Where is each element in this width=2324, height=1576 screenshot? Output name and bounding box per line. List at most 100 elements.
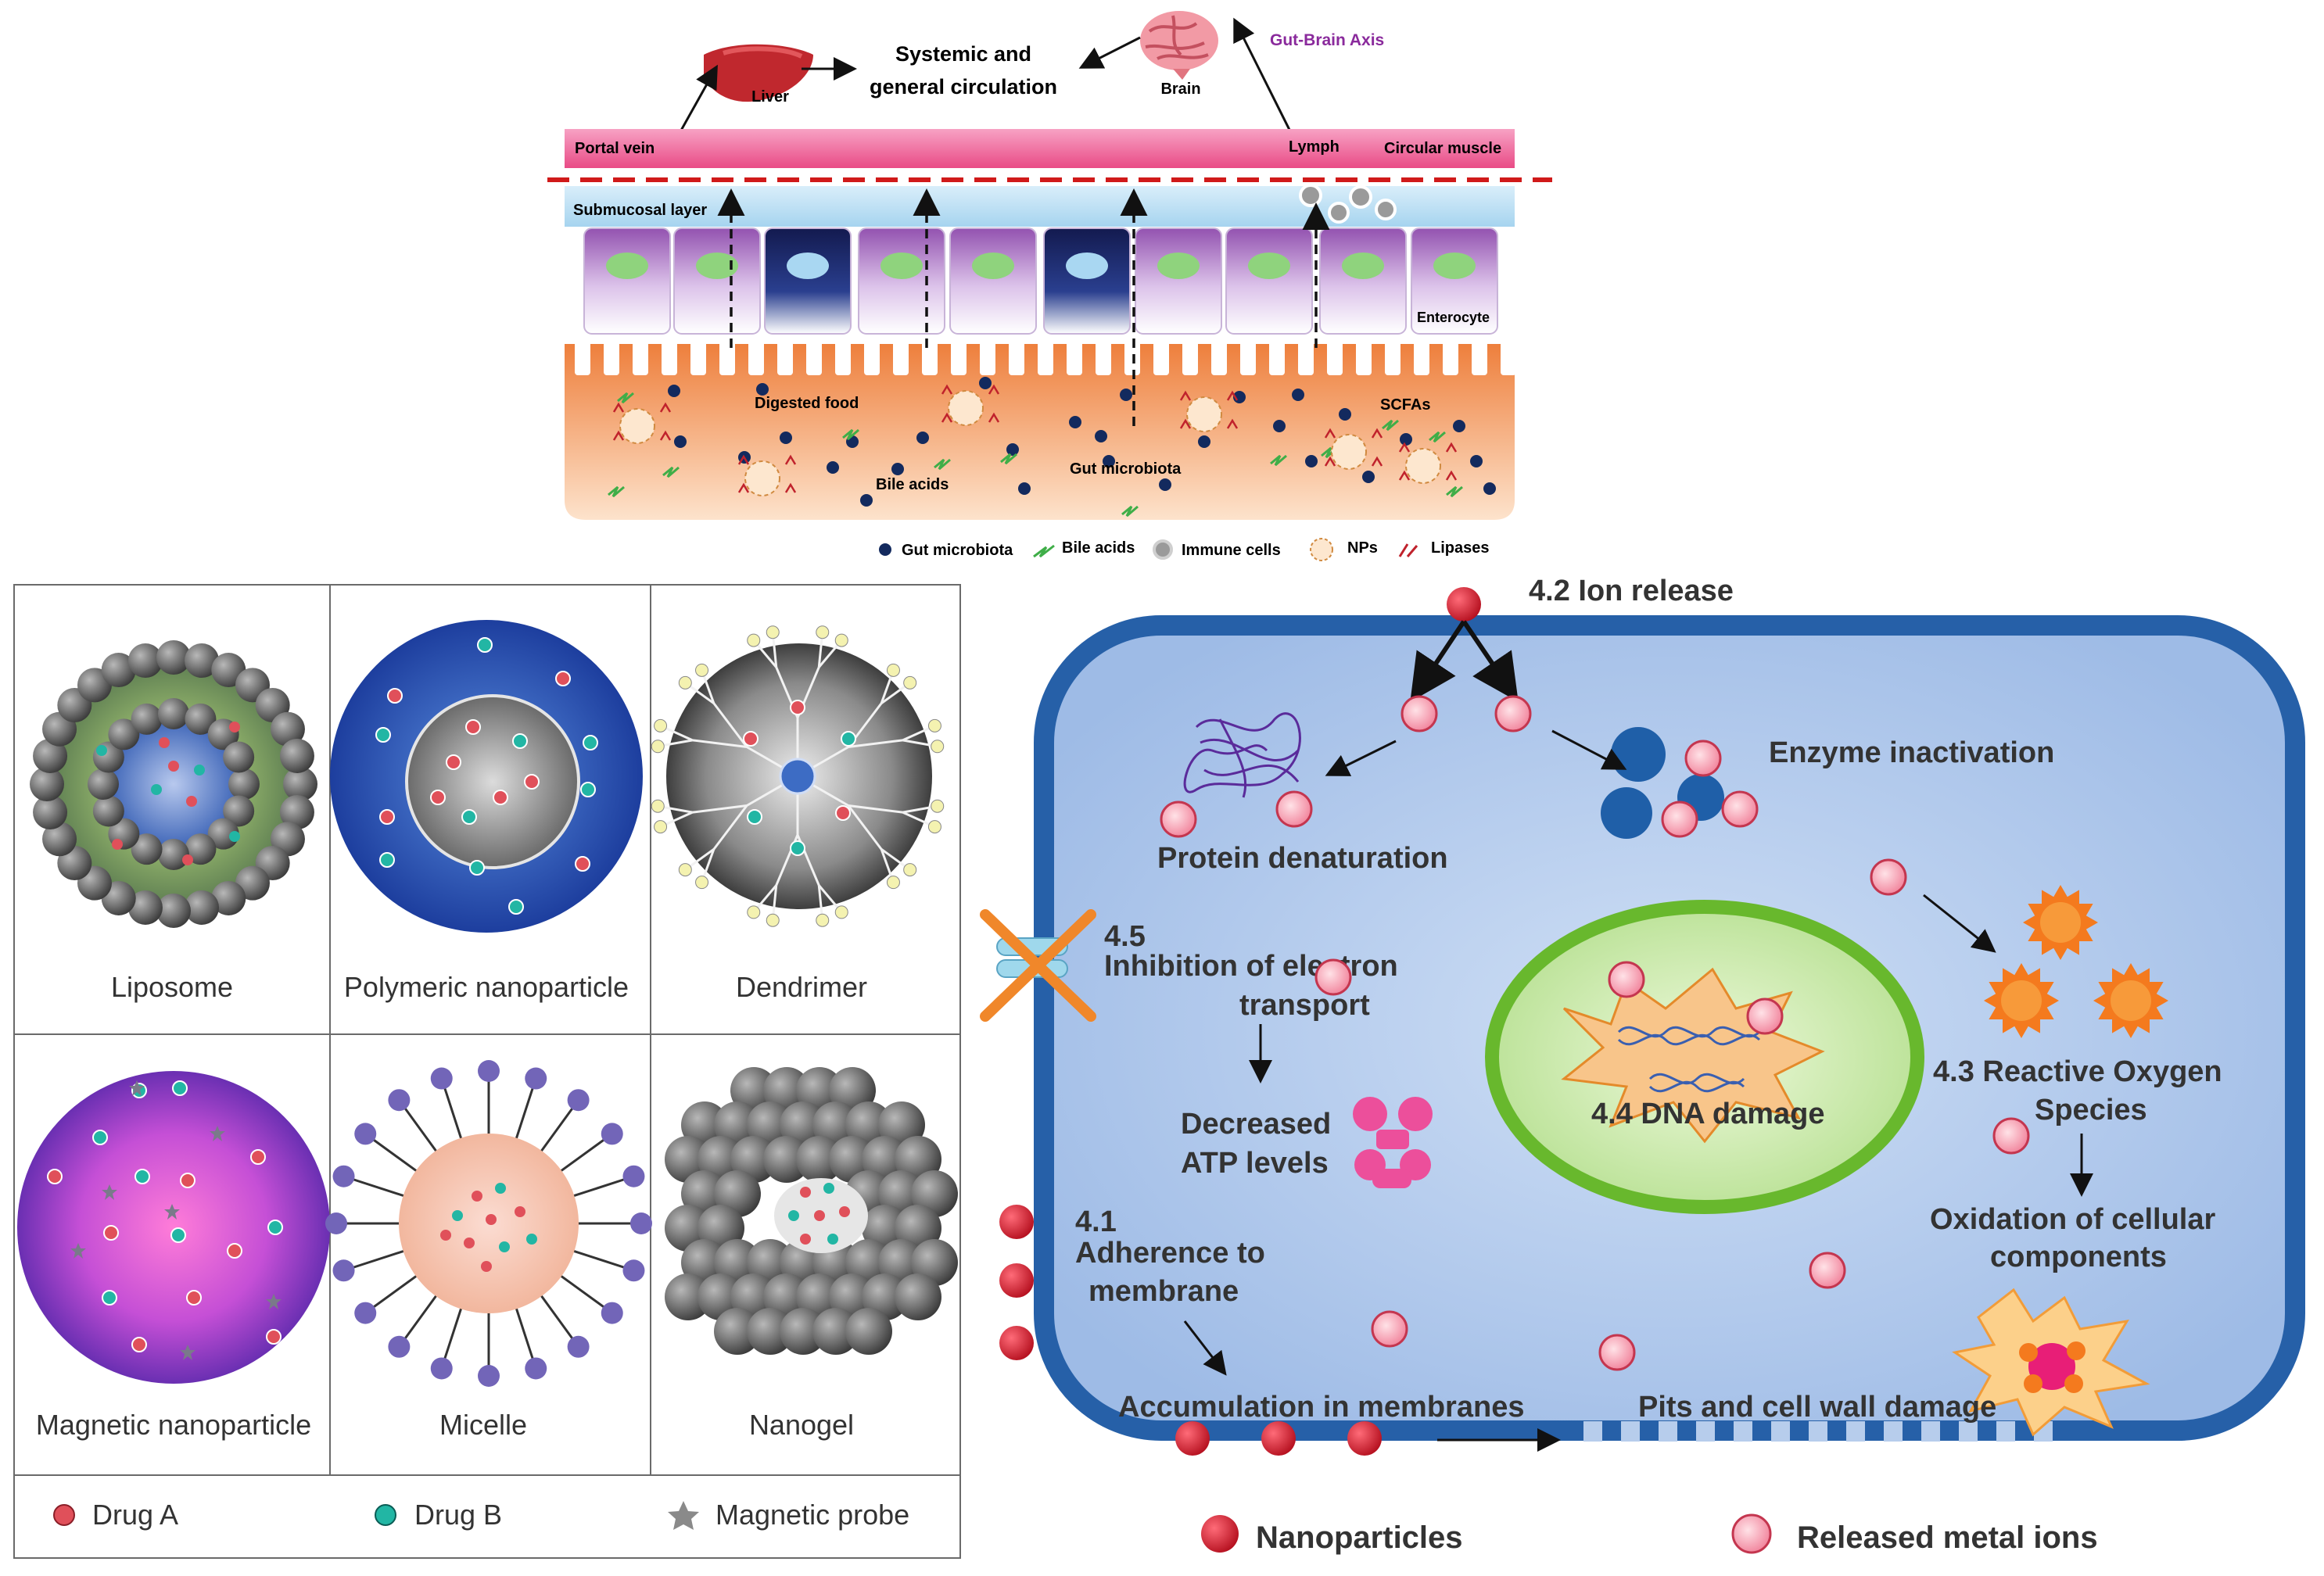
drug-a	[839, 1206, 850, 1217]
wall-pit	[1734, 1421, 1752, 1442]
drug-a	[227, 1243, 242, 1259]
electron-transport-blocked-icon	[980, 909, 1096, 1022]
gut-microbe	[827, 461, 839, 474]
released-metal-ion	[1809, 1252, 1846, 1289]
drug-b	[827, 1234, 838, 1245]
micelle-tail	[533, 1286, 579, 1348]
drug-a	[800, 1234, 811, 1245]
gut-microbe	[1273, 420, 1286, 432]
gut-brain-axis-label: Gut-Brain Axis	[1270, 31, 1384, 49]
micelle-head	[622, 1259, 645, 1282]
gut-microbe	[916, 432, 929, 444]
digested-food-label: Digested food	[755, 395, 859, 412]
gut-microbe	[979, 377, 992, 389]
submucosal-label: Submucosal layer	[573, 202, 707, 219]
to-enzyme-arrow	[1551, 729, 1627, 770]
bile-acid	[1270, 454, 1287, 467]
dendrimer-terminal	[903, 675, 917, 690]
microvillus	[719, 336, 735, 375]
micelle-tail	[364, 1268, 426, 1314]
drug-b	[512, 733, 528, 749]
nanoparticle	[1261, 1421, 1296, 1456]
dendrimer-terminal	[927, 820, 941, 834]
lipid-head	[211, 880, 246, 915]
gut-legend: Gut microbiota Bile acids Immune cells N…	[879, 538, 1489, 561]
legend-ion-icon	[1731, 1513, 1772, 1554]
microvillus	[1356, 336, 1372, 375]
drug-a	[266, 1329, 282, 1345]
lipase	[1226, 390, 1239, 401]
microvillus	[1414, 336, 1429, 375]
dna-strands-icon	[1617, 1026, 1761, 1093]
dendrimer-branch	[712, 702, 748, 748]
brain-icon	[1140, 11, 1218, 80]
cell-nucleus	[1342, 253, 1384, 279]
released-metal-ion	[1721, 790, 1759, 828]
released-metal-ion	[1870, 858, 1907, 896]
released-metal-ion	[1684, 740, 1722, 777]
lipid-head	[279, 795, 314, 830]
cell-nucleus	[880, 253, 923, 279]
drug-a	[229, 722, 240, 732]
brain-label: Brain	[1160, 81, 1200, 98]
drug-a	[182, 854, 193, 865]
carrier-label: Liposome	[111, 971, 233, 1003]
adherence-label-line1: Adherence to	[1075, 1237, 1265, 1270]
micelle-tail	[343, 1246, 415, 1272]
drug-a	[743, 731, 759, 747]
microvillus	[893, 336, 909, 375]
oxidation-label-line2: components	[1990, 1241, 2167, 1273]
micelle-tail	[511, 1078, 537, 1150]
drug-a	[440, 1230, 451, 1241]
gut-microbe	[1400, 433, 1412, 446]
legend-bile-icon	[1033, 544, 1055, 558]
released-metal-ion	[1494, 695, 1532, 732]
ros-core	[2040, 902, 2081, 943]
microvillus	[1153, 336, 1169, 375]
pits-label: Pits and cell wall damage	[1638, 1391, 1996, 1424]
microvillus	[777, 336, 793, 375]
released-metal-ion	[1160, 801, 1197, 838]
bile-acid	[1000, 453, 1017, 465]
gut-microbe	[668, 385, 680, 397]
legend-nps: NPs	[1347, 539, 1378, 557]
gut-microbe	[1018, 482, 1031, 495]
drug-b	[96, 745, 107, 756]
lipid-head	[207, 818, 239, 850]
nanogel-polymer	[780, 1308, 827, 1355]
lipid-head	[101, 653, 136, 688]
enterocyte-label: Enterocyte	[1417, 310, 1490, 325]
nanoparticle	[999, 1205, 1034, 1239]
drug-b	[229, 831, 240, 842]
enterocyte-cell	[1225, 227, 1313, 335]
microvillus	[806, 336, 822, 375]
drug-b	[172, 1080, 188, 1096]
microvillus	[1096, 336, 1111, 375]
cell-nucleus	[1157, 253, 1200, 279]
drug-b	[469, 860, 485, 876]
lipase	[1371, 428, 1383, 439]
released-metal-ion	[1598, 1334, 1636, 1371]
dendrimer-terminal	[834, 905, 848, 919]
nanoparticle	[744, 460, 780, 496]
lipase	[659, 402, 672, 413]
dendrimer-branch	[848, 804, 903, 814]
bile-acid	[842, 428, 859, 441]
enterocyte-cell	[858, 227, 945, 335]
wall-pit	[1921, 1421, 1940, 1442]
dendrimer-branch	[848, 739, 903, 748]
lumen-contents	[608, 377, 1496, 518]
lipid-head	[185, 833, 217, 865]
micelle-head	[601, 1302, 623, 1324]
microvillus	[604, 336, 619, 375]
liver-icon	[704, 44, 813, 102]
dendrimer-terminal	[695, 876, 709, 890]
cell-nucleus	[606, 253, 648, 279]
nanoparticle	[619, 408, 655, 444]
dendrimer-core	[779, 758, 816, 795]
legend-lipases: Lipases	[1431, 539, 1489, 557]
legend-nanoparticle-icon	[1201, 1515, 1239, 1553]
microvillus	[662, 336, 677, 375]
adherence-number: 4.1	[1075, 1205, 1117, 1238]
